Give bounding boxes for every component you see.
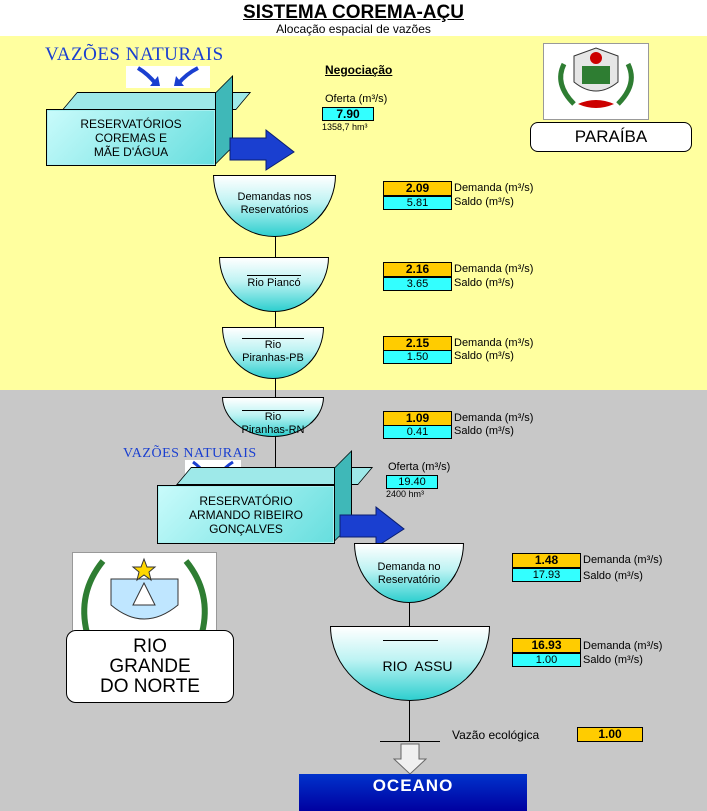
node-4-line1: Rio <box>264 411 282 423</box>
reservoir-pb-line3: MÃE D'ÁGUA <box>93 144 169 159</box>
pipe-1 <box>275 236 276 258</box>
node-3-line1: Rio <box>264 339 282 351</box>
demand-label-5: Demanda (m³/s) <box>583 554 663 566</box>
inflow-arrows-icon <box>136 66 199 86</box>
demand-value-3: 2.15 <box>383 336 452 351</box>
balance-value-1: 5.81 <box>383 196 452 210</box>
node-1-line2: Reservatórios <box>240 204 309 216</box>
demand-label-4: Demanda (m³/s) <box>454 412 534 424</box>
natural-flows-label-pb: VAZÕES NATURAIS <box>45 44 224 65</box>
node-1-line1: Demandas nos <box>237 191 312 203</box>
negotiation-label: Negociação <box>325 63 393 77</box>
demand-value-2: 2.16 <box>383 262 452 277</box>
page-subtitle: Alocação espacial de vazões <box>276 22 431 36</box>
volume-pb: 1358,7 hm³ <box>322 122 368 132</box>
ocean-label: OCEANO <box>372 776 454 795</box>
reservoir-pb-box: RESERVATÓRIOS COREMAS E MÃE D'ÁGUA <box>46 109 216 166</box>
page-title: SISTEMA COREMA-AÇU <box>243 2 464 23</box>
paraiba-label: PARAÍBA <box>574 127 648 146</box>
volume-rn: 2400 hm³ <box>386 489 425 499</box>
node-rio-pianco: Rio Piancó <box>219 257 329 312</box>
reservoir-pb-line1: RESERVATÓRIOS <box>80 116 182 131</box>
node-3-line2: Piranhas-PB <box>242 352 304 364</box>
reservoir-rn-box: RESERVATÓRIO ARMANDO RIBEIRO GONÇALVES <box>157 485 335 544</box>
rn-scroll: RIO GRANDE DO NORTE <box>66 630 234 703</box>
rn-label-line1: RIO <box>133 636 167 657</box>
balance-label-5: Saldo (m³/s) <box>583 570 643 582</box>
ocean-box: OCEANO <box>299 774 527 811</box>
demand-value-5: 1.48 <box>512 553 581 568</box>
balance-value-6: 1.00 <box>512 653 581 667</box>
reservoir-rn-line3: GONÇALVES <box>209 521 283 536</box>
rn-label-line3: DO NORTE <box>100 676 200 697</box>
rn-coat-of-arms <box>72 552 217 638</box>
flow-arrow-icon <box>229 128 295 171</box>
ecological-flow-value: 1.00 <box>577 727 643 742</box>
rn-emblem-icon <box>81 557 208 634</box>
reservoir-rn-line2: ARMANDO RIBEIRO <box>188 507 303 522</box>
flow-arrow-rn-icon <box>339 505 405 548</box>
balance-label-6: Saldo (m³/s) <box>583 654 643 666</box>
balance-label-4: Saldo (m³/s) <box>454 425 514 437</box>
demand-value-4: 1.09 <box>383 411 452 426</box>
balance-label-2: Saldo (m³/s) <box>454 277 514 289</box>
eco-flow-bar <box>380 741 440 742</box>
demand-label-1: Demanda (m³/s) <box>454 182 534 194</box>
natural-flows-arrows-pb <box>126 66 210 88</box>
balance-label-1: Saldo (m³/s) <box>454 196 514 208</box>
demand-label-3: Demanda (m³/s) <box>454 337 534 349</box>
natural-flows-label-rn: VAZÕES NATURAIS <box>123 446 257 461</box>
down-arrow-icon <box>393 743 427 775</box>
balance-value-5: 17.93 <box>512 568 581 582</box>
balance-value-2: 3.65 <box>383 277 452 291</box>
pipe-5 <box>409 602 410 626</box>
balance-label-3: Saldo (m³/s) <box>454 350 514 362</box>
demand-value-1: 2.09 <box>383 181 452 196</box>
pipe-2 <box>275 310 276 328</box>
pipe-4 <box>275 435 276 467</box>
balance-value-4: 0.41 <box>383 425 452 439</box>
pipe-3 <box>275 378 276 398</box>
paraiba-coat-of-arms <box>543 43 649 120</box>
node-5-line1: Demanda no <box>377 561 441 573</box>
node-4-line2: Piranhas-RN <box>241 424 305 436</box>
ecological-flow-label: Vazão ecológica <box>452 728 540 742</box>
demand-value-6: 16.93 <box>512 638 581 653</box>
node-2-line1: Rio Piancó <box>247 277 301 289</box>
balance-value-3: 1.50 <box>383 350 452 364</box>
reservoir-rn-line1: RESERVATÓRIO <box>199 493 293 508</box>
paraiba-emblem-icon <box>558 47 634 108</box>
pipe-6 <box>409 700 410 742</box>
offer-value-pb: 7.90 <box>322 107 374 121</box>
rn-label-line2: GRANDE <box>109 656 191 677</box>
demand-label-6: Demanda (m³/s) <box>583 640 663 652</box>
offer-value-rn: 19.40 <box>386 475 438 489</box>
node-6-line1: RIO ASSU <box>382 658 453 674</box>
reservoir-pb-line2: COREMAS E <box>94 130 167 145</box>
node-5-line2: Reservatório <box>377 574 441 586</box>
demand-label-2: Demanda (m³/s) <box>454 263 534 275</box>
offer-label-rn: Oferta (m³/s) <box>388 461 451 473</box>
paraiba-scroll: PARAÍBA <box>530 122 692 152</box>
offer-label-pb: Oferta (m³/s) <box>325 93 388 105</box>
